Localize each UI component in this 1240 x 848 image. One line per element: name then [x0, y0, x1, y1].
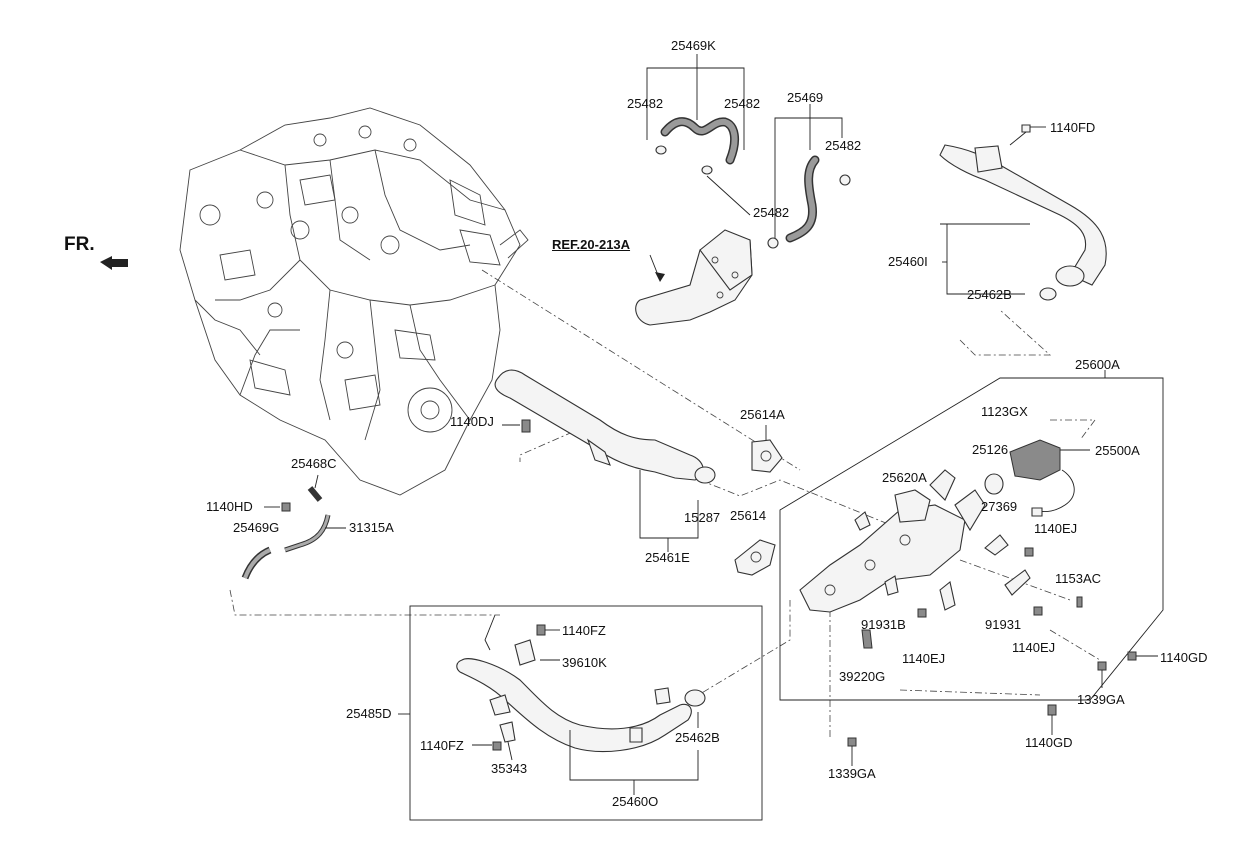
assembly-box-25485D: [409, 605, 763, 821]
part-label: 25482: [753, 205, 790, 220]
assembly-box-25600A: [779, 377, 1164, 701]
part-label: 1140FZ: [420, 738, 464, 753]
part-label: 1339GA: [1077, 692, 1125, 707]
pipe-25460O: [398, 614, 706, 795]
part-label: 1140DJ: [450, 414, 494, 429]
engine-block: [179, 107, 529, 496]
part-label: 1140FZ: [562, 623, 606, 638]
part-label: 25469G: [233, 520, 280, 535]
part-label: 1140EJ: [902, 651, 946, 666]
part-label: 25614A: [740, 407, 785, 422]
gasket-25614: [734, 539, 776, 576]
part-label: 1140FD: [1050, 120, 1096, 135]
ref-pipe-part: [635, 229, 753, 326]
sensor-25500A: [984, 439, 1090, 517]
direction-marker: FR.: [64, 234, 95, 255]
part-label: 25469K: [671, 38, 716, 53]
part-label: 91931: [985, 617, 1022, 632]
part-label: 1140HD: [206, 499, 253, 514]
part-label: 1153AC: [1055, 571, 1102, 586]
brackets: [847, 534, 1158, 766]
pipe-25460I: [939, 124, 1107, 301]
gasket-25614A: [751, 425, 783, 473]
part-label: 27369: [981, 499, 1018, 514]
hose-25469K: [646, 54, 751, 216]
part-label: 25482: [627, 96, 664, 111]
part-label: 1140EJ: [1034, 521, 1078, 536]
pipe-25461E: [494, 369, 716, 552]
reference-label: REF.20-213A: [552, 237, 631, 252]
part-label: 1140GD: [1160, 650, 1208, 665]
part-label: 25600A: [1075, 357, 1120, 372]
part-label: 25468C: [291, 456, 337, 471]
part-label: 25482: [724, 96, 761, 111]
part-label: 25620A: [882, 470, 927, 485]
part-label: 25126: [972, 442, 1009, 457]
part-label: 15287: [684, 510, 721, 525]
part-label: 39220G: [839, 669, 886, 684]
bypass-hoses: [241, 474, 346, 580]
part-label: 25462B: [967, 287, 1012, 302]
part-label: 25500A: [1095, 443, 1140, 458]
part-label: 35343: [491, 761, 528, 776]
front-arrow-icon: [100, 256, 128, 270]
hose-25469: [767, 104, 851, 249]
part-label: 25461E: [645, 550, 690, 565]
part-label: 39610K: [562, 655, 607, 670]
part-label: 25485D: [346, 706, 392, 721]
housing-25620A: [799, 469, 986, 613]
part-label: 25469: [787, 90, 824, 105]
part-label: 25460I: [888, 254, 928, 269]
part-label: 1339GA: [828, 766, 876, 781]
part-label: 25462B: [675, 730, 720, 745]
part-label: 25482: [825, 138, 862, 153]
part-label: 25614: [730, 508, 767, 523]
part-label: 31315A: [349, 520, 394, 535]
connection-lines: [229, 269, 1101, 740]
part-label: 1140EJ: [1012, 640, 1056, 655]
part-label: 91931B: [861, 617, 906, 632]
part-label: 1123GX: [981, 404, 1028, 419]
part-label: 25460O: [612, 794, 659, 809]
part-label: 1140GD: [1025, 735, 1073, 750]
